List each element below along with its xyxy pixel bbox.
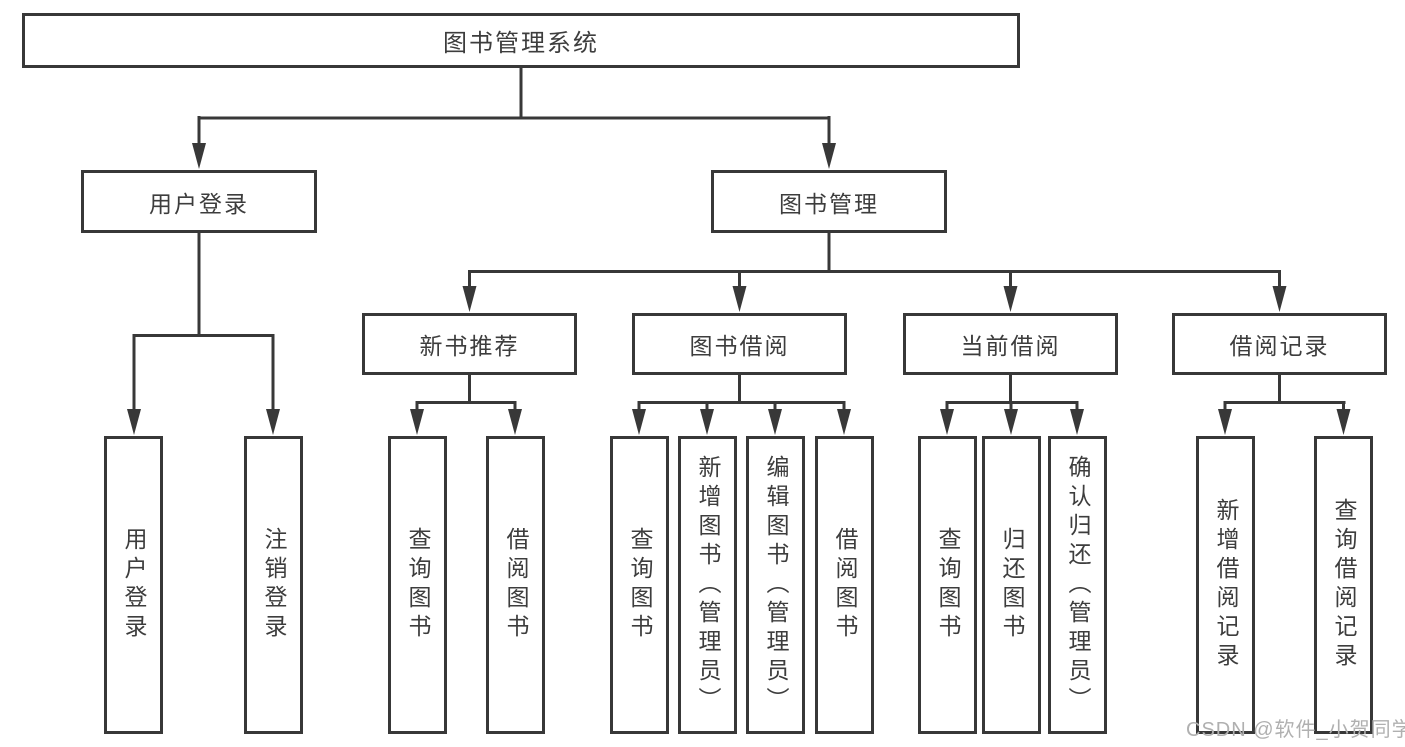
arrowhead bbox=[127, 409, 141, 435]
connector-book-borrow-to-leaves bbox=[632, 375, 851, 435]
arrowhead bbox=[632, 409, 646, 435]
leaf-borrow-book-recommend: 借阅图书 bbox=[486, 436, 545, 734]
connector-borrow-records-to-leaves bbox=[1218, 375, 1351, 435]
connector-current-borrow-to-leaves bbox=[940, 375, 1084, 435]
node-borrow-records: 借阅记录 bbox=[1172, 313, 1387, 375]
leaf-add-borrow-record: 新增借阅记录 bbox=[1196, 436, 1255, 734]
connector-user-login-to-leaves bbox=[127, 233, 280, 435]
leaf-add-book-admin: 新增图书（管理员） bbox=[678, 436, 737, 734]
node-root-system: 图书管理系统 bbox=[22, 13, 1020, 68]
leaf-logout: 注销登录 bbox=[244, 436, 303, 734]
arrowhead bbox=[1004, 409, 1018, 435]
leaf-confirm-return-admin: 确认归还（管理员） bbox=[1048, 436, 1107, 734]
arrowhead bbox=[837, 409, 851, 435]
arrowhead bbox=[940, 409, 954, 435]
connector-book-mgmt-to-level3 bbox=[462, 233, 1287, 312]
connector-new-book-rec-to-leaves bbox=[410, 375, 522, 435]
leaf-user-login: 用户登录 bbox=[104, 436, 163, 734]
arrowhead bbox=[266, 409, 280, 435]
arrowhead bbox=[410, 409, 424, 435]
node-book-management: 图书管理 bbox=[711, 170, 947, 233]
leaf-edit-book-admin: 编辑图书（管理员） bbox=[746, 436, 805, 734]
arrowhead bbox=[1070, 409, 1084, 435]
arrowhead bbox=[732, 286, 747, 312]
arrowhead bbox=[700, 409, 714, 435]
leaf-query-borrow-record: 查询借阅记录 bbox=[1314, 436, 1373, 734]
leaf-query-book-current: 查询图书 bbox=[918, 436, 977, 734]
csdn-watermark: CSDN @软件_小贺同学 bbox=[1186, 719, 1405, 741]
arrowhead bbox=[1272, 286, 1287, 312]
leaf-query-book-recommend: 查询图书 bbox=[388, 436, 447, 734]
node-new-book-recommend: 新书推荐 bbox=[362, 313, 577, 375]
connector-root-to-level2 bbox=[192, 68, 836, 169]
node-user-login-group: 用户登录 bbox=[81, 170, 317, 233]
leaf-return-book: 归还图书 bbox=[982, 436, 1041, 734]
node-current-borrowing: 当前借阅 bbox=[903, 313, 1118, 375]
arrowhead bbox=[768, 409, 782, 435]
arrowhead bbox=[192, 143, 206, 169]
arrowhead bbox=[1218, 409, 1232, 435]
arrowhead bbox=[508, 409, 522, 435]
arrowhead bbox=[1336, 409, 1351, 435]
leaf-query-book-borrow: 查询图书 bbox=[610, 436, 669, 734]
node-book-borrowing: 图书借阅 bbox=[632, 313, 847, 375]
arrowhead bbox=[822, 143, 836, 169]
leaf-borrow-book: 借阅图书 bbox=[815, 436, 874, 734]
arrowhead bbox=[462, 286, 477, 312]
arrowhead bbox=[1003, 286, 1018, 312]
